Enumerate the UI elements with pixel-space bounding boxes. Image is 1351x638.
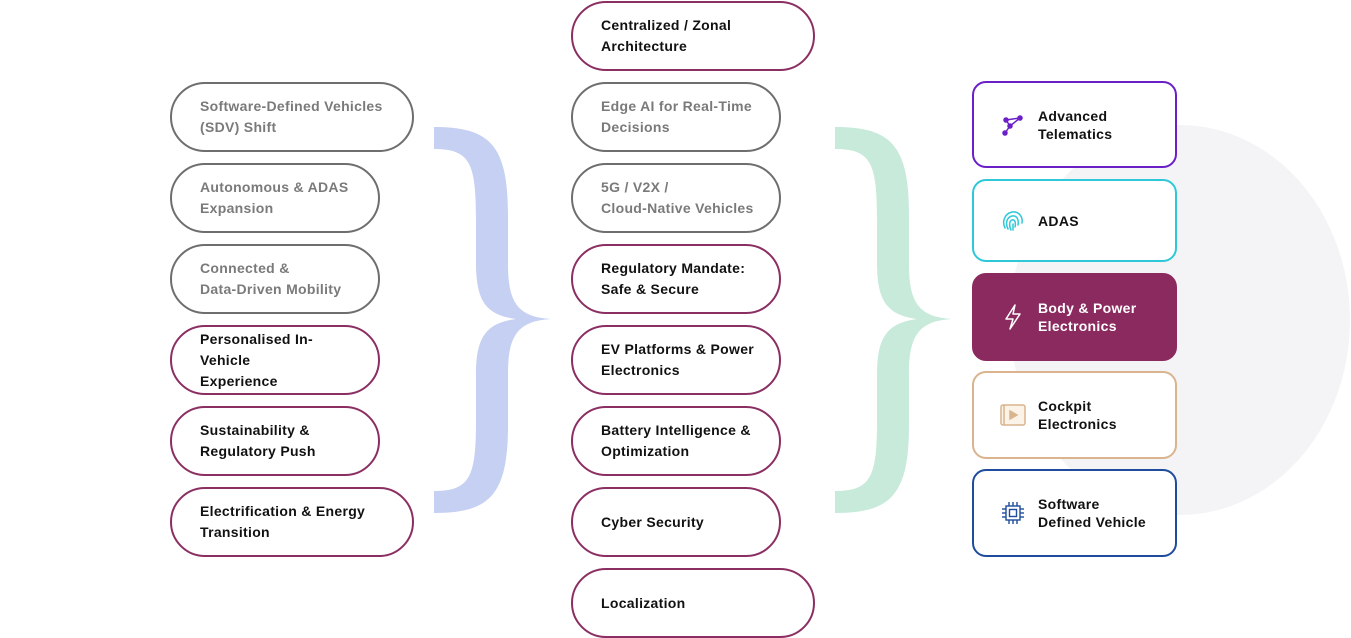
telematics-icon [1000,112,1026,138]
chip-icon [1000,500,1026,526]
left-curly-brace [434,127,551,513]
driver-pill-connected-mobility: Connected & Data-Driven Mobility [170,244,380,314]
solution-label: Software Defined Vehicle [1038,496,1146,530]
enabler-pill-battery-intelligence: Battery Intelligence & Optimization [571,406,781,476]
right-curly-brace [835,127,952,513]
enabler-pill-zonal-architecture: Centralized / Zonal Architecture [571,1,815,71]
driver-pill-autonomous-adas: Autonomous & ADAS Expansion [170,163,380,233]
enabler-pill-cyber-security: Cyber Security [571,487,781,557]
solution-label: ADAS [1038,212,1079,229]
driver-pill-personalised-experience: Personalised In-Vehicle Experience [170,325,380,395]
enabler-pill-5g-v2x: 5G / V2X / Cloud-Native Vehicles [571,163,781,233]
solution-card-advanced-telematics: Advanced Telematics [972,81,1177,168]
video-play-icon [1000,402,1026,428]
solution-label: Cockpit Electronics [1038,398,1117,432]
solution-card-software-defined-vehicle: Software Defined Vehicle [972,469,1177,557]
solution-card-adas: ADAS [972,179,1177,262]
solution-label: Advanced Telematics [1038,107,1113,142]
solution-card-body-power-electronics: Body & Power Electronics [972,273,1177,361]
lightning-icon [1000,304,1026,330]
solution-card-cockpit-electronics: Cockpit Electronics [972,371,1177,459]
solution-label: Body & Power Electronics [1038,300,1137,334]
driver-pill-sdv-shift: Software-Defined Vehicles (SDV) Shift [170,82,414,152]
enabler-pill-localization: Localization [571,568,815,638]
enabler-pill-edge-ai: Edge AI for Real-Time Decisions [571,82,781,152]
driver-pill-electrification: Electrification & Energy Transition [170,487,414,557]
driver-pill-sustainability: Sustainability & Regulatory Push [170,406,380,476]
fingerprint-icon [1000,208,1026,234]
enabler-pill-ev-platforms: EV Platforms & Power Electronics [571,325,781,395]
enabler-pill-regulatory-mandate: Regulatory Mandate: Safe & Secure [571,244,781,314]
